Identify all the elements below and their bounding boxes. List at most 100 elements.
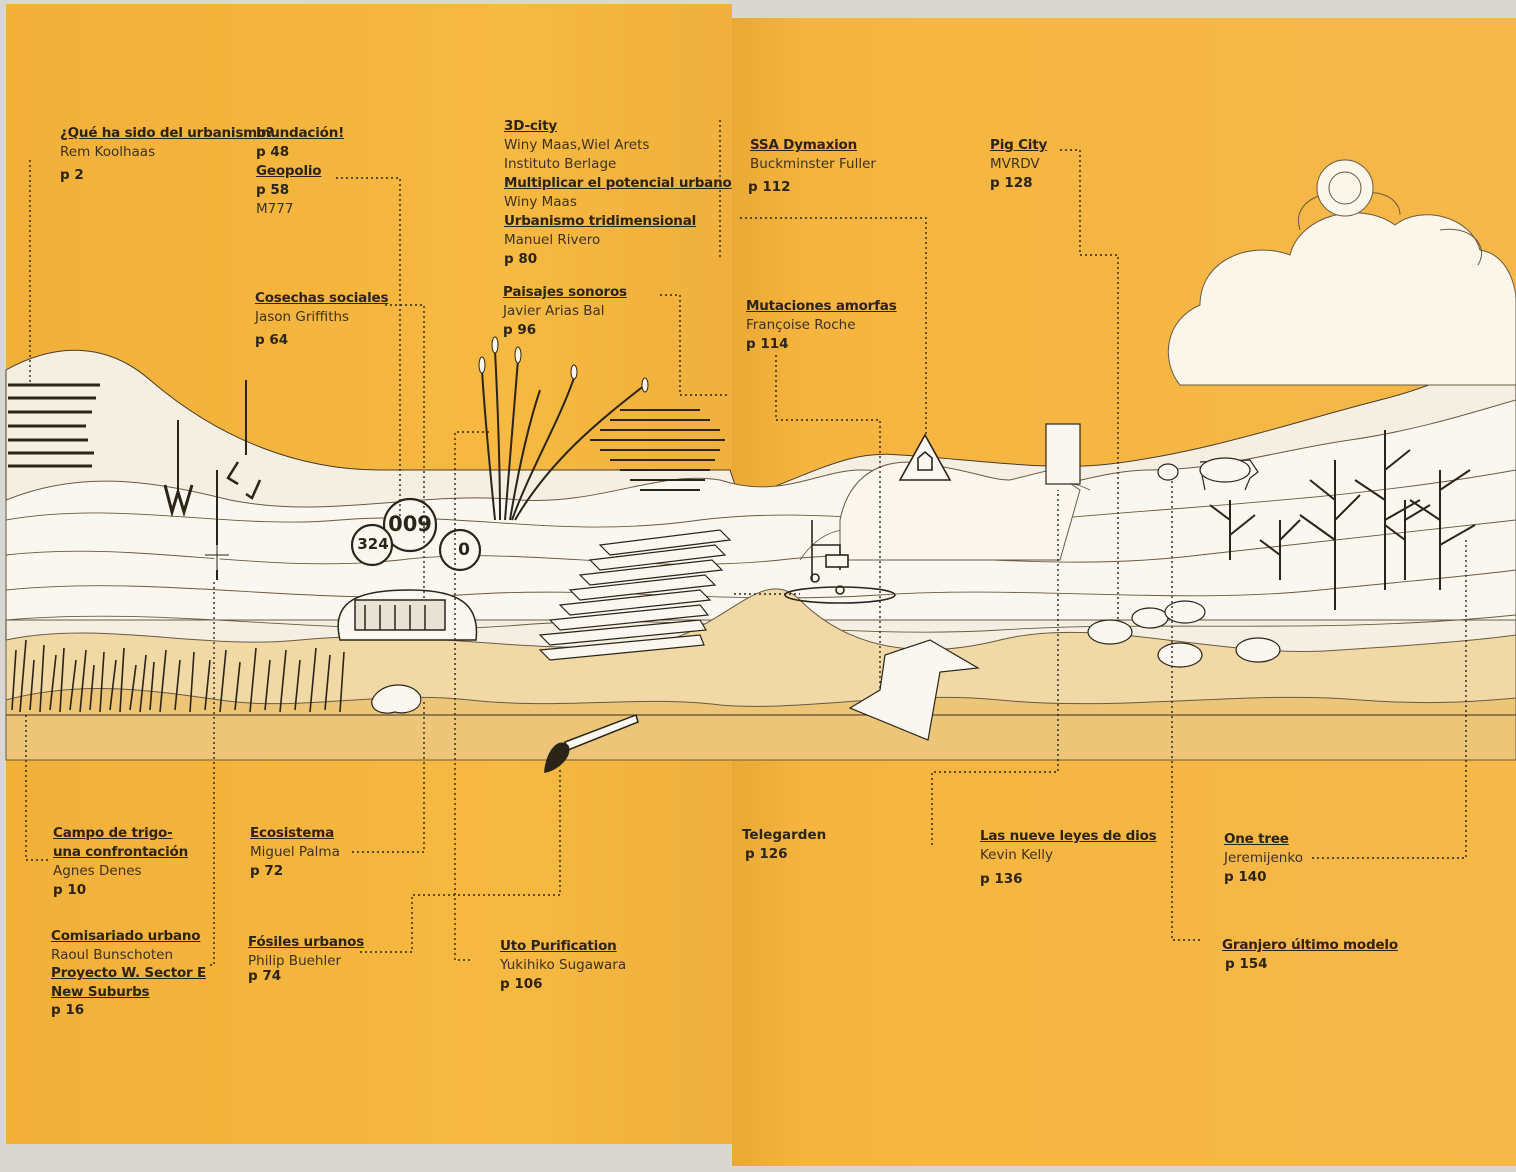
marker-symbols xyxy=(163,380,262,580)
entry-comisariado[interactable]: Comisariado urbano Raoul Bunschoten Proy… xyxy=(51,927,206,1020)
entry-title-line2[interactable]: New Suburbs xyxy=(51,983,150,1000)
entry-nueve-leyes[interactable]: Las nueve leyes de dios Kevin Kelly p 13… xyxy=(980,827,1157,889)
entry-author: Instituto Berlage xyxy=(504,156,617,172)
entry-title[interactable]: Campo de trigo- xyxy=(53,825,173,841)
entry-page: p 10 xyxy=(53,882,87,898)
entry-author: Winy Maas,Wiel Arets xyxy=(504,137,650,153)
entry-author: Buckminster Fuller xyxy=(750,156,876,172)
entry-mutaciones[interactable]: Mutaciones amorfas Françoise Roche p 114 xyxy=(746,297,897,354)
entry-title[interactable]: Pig City xyxy=(990,137,1048,153)
entry-title[interactable]: Telegarden xyxy=(742,827,827,843)
entry-page: p 106 xyxy=(500,976,543,992)
striped-hill xyxy=(8,383,100,468)
entry-title[interactable]: Cosechas sociales xyxy=(255,290,389,306)
entry-page: p 154 xyxy=(1225,956,1268,972)
farm-animals xyxy=(1087,457,1281,668)
entry-page: p 48 xyxy=(256,144,290,160)
entry-author: Kevin Kelly xyxy=(980,847,1054,863)
entry-author: Rem Koolhaas xyxy=(60,144,156,160)
entry-one-tree[interactable]: One tree Jeremijenko p 140 xyxy=(1224,830,1303,887)
entry-inundacion[interactable]: Inundación! p 48 Geopolio p 58 M777 xyxy=(256,124,344,219)
entry-author: Raoul Bunschoten xyxy=(51,946,174,963)
white-mound xyxy=(839,461,1081,561)
entry-page: p 64 xyxy=(255,332,289,348)
entry-page: p 2 xyxy=(60,167,84,183)
entry-page: p 126 xyxy=(745,846,788,862)
pig-city-tower xyxy=(1045,423,1081,485)
reed-plant xyxy=(481,349,646,521)
stamp-0: 0 xyxy=(458,540,470,560)
entry-author: Javier Arias Bal xyxy=(503,303,605,319)
entry-paisajes[interactable]: Paisajes sonoros Javier Arias Bal p 96 xyxy=(503,283,627,340)
stamp-009: 009 xyxy=(388,512,432,536)
entry-title[interactable]: Geopolio xyxy=(256,163,322,179)
entry-author: Jeremijenko xyxy=(1224,850,1303,866)
entry-page: p 80 xyxy=(504,251,538,267)
entry-title[interactable]: One tree xyxy=(1224,831,1289,847)
spoon-illustration xyxy=(544,714,639,773)
entry-page: p 16 xyxy=(51,1002,85,1018)
entry-title[interactable]: Las nueve leyes de dios xyxy=(980,828,1157,844)
entry-title[interactable]: Mutaciones amorfas xyxy=(746,298,897,314)
entry-title[interactable]: SSA Dymaxion xyxy=(750,137,857,153)
entry-campo[interactable]: Campo de trigo- una confrontación Agnes … xyxy=(53,824,188,900)
cloud-illustration xyxy=(1167,159,1516,386)
entry-author: Miguel Palma xyxy=(250,844,340,860)
entry-author: Jason Griffiths xyxy=(255,309,350,325)
wheat-field xyxy=(11,639,345,713)
leader-lines xyxy=(25,120,1467,966)
telegarden-robot xyxy=(784,520,896,604)
entry-title[interactable]: Fósiles urbanos xyxy=(248,934,365,950)
frog-illustration xyxy=(371,684,422,714)
bare-trees xyxy=(1209,430,1476,610)
entry-cosechas[interactable]: Cosechas sociales Jason Griffiths p 64 xyxy=(255,289,389,350)
entry-author: MVRDV xyxy=(990,156,1040,172)
entry-3d-city[interactable]: 3D-city Winy Maas,Wiel Arets Instituto B… xyxy=(504,117,732,269)
entry-title[interactable]: Inundación! xyxy=(256,125,345,141)
entry-dymaxion[interactable]: SSA Dymaxion Buckminster Fuller p 112 xyxy=(748,136,876,197)
entry-title-line2[interactable]: una confrontación xyxy=(53,844,189,860)
pod-house xyxy=(337,589,478,641)
entry-title[interactable]: Multiplicar el potencial urbano xyxy=(504,175,732,191)
dymaxion-house xyxy=(898,433,952,481)
entry-author: M777 xyxy=(256,201,294,217)
entry-title[interactable]: Proyecto W. Sector E xyxy=(51,965,207,981)
paper-sheet xyxy=(848,639,980,741)
entry-page: p 140 xyxy=(1224,869,1267,885)
entry-title[interactable]: Granjero último modelo xyxy=(1222,937,1398,953)
entry-title[interactable]: Urbanismo tridimensional xyxy=(504,213,697,229)
entry-granjero[interactable]: Granjero último modelo p 154 xyxy=(1222,936,1398,974)
entry-urbanismo[interactable]: ¿Qué ha sido del urbanismo? Rem Koolhaas… xyxy=(60,124,274,185)
entry-page: p 72 xyxy=(250,863,284,879)
entry-title[interactable]: Uto Purification xyxy=(500,938,617,954)
entry-author: Françoise Roche xyxy=(746,317,856,333)
entry-page: p 74 xyxy=(248,968,282,984)
entry-title[interactable]: Paisajes sonoros xyxy=(503,284,627,300)
stamp-324: 324 xyxy=(357,535,389,553)
entry-author: Manuel Rivero xyxy=(504,232,601,248)
stamp-circles xyxy=(350,497,482,572)
sound-lines xyxy=(590,409,725,491)
entry-page: p 96 xyxy=(503,322,537,338)
entry-telegarden[interactable]: Telegarden p 126 xyxy=(742,826,826,864)
entry-title[interactable]: 3D-city xyxy=(504,118,557,134)
entry-ecosistema[interactable]: Ecosistema Miguel Palma p 72 xyxy=(250,824,340,881)
middle-hills xyxy=(5,399,1516,621)
reed-heads xyxy=(478,336,649,393)
entry-page: p 112 xyxy=(748,179,791,195)
entry-pig-city[interactable]: Pig City MVRDV p 128 xyxy=(990,136,1047,193)
entry-title[interactable]: Comisariado urbano xyxy=(51,928,201,944)
entry-title[interactable]: ¿Qué ha sido del urbanismo? xyxy=(60,125,274,141)
entry-uto[interactable]: Uto Purification Yukihiko Sugawara p 106 xyxy=(500,937,626,994)
entry-title[interactable]: Ecosistema xyxy=(250,825,334,841)
entry-page: p 128 xyxy=(990,175,1033,191)
entry-author: Yukihiko Sugawara xyxy=(500,957,627,973)
entry-fosiles[interactable]: Fósiles urbanos Philip Buehler p 74 xyxy=(248,933,364,986)
entry-author: Winy Maas xyxy=(504,194,577,210)
entry-page: p 58 xyxy=(256,182,290,198)
entry-author: Agnes Denes xyxy=(53,863,142,879)
stacked-building xyxy=(538,529,732,661)
entry-page: p 136 xyxy=(980,871,1023,887)
